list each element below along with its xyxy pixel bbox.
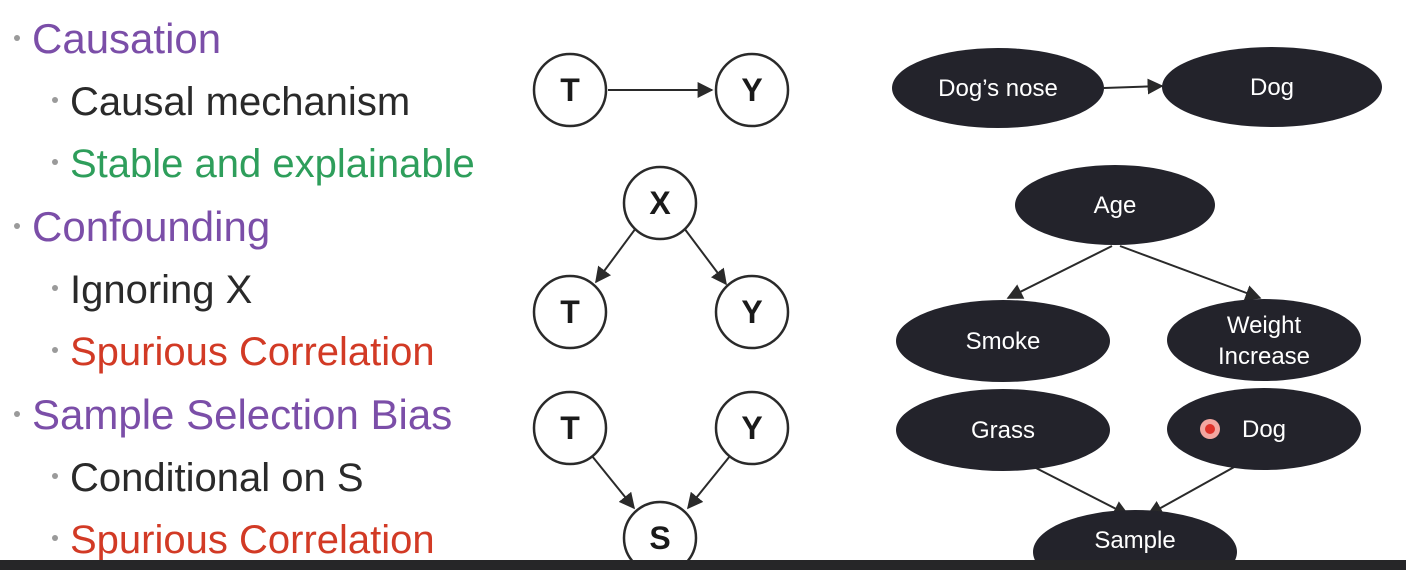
node-t-circle: [532, 274, 608, 350]
node-s-circle: [622, 500, 698, 570]
selection-example: Grass Dog Sample Selection: [896, 388, 1361, 570]
ellipse-smoke-label: Smoke: [966, 328, 1041, 355]
bullet-text: Sample Selection Bias: [32, 391, 453, 438]
selection-graph: T Y S: [532, 390, 790, 570]
ellipse-grass-shape: [896, 389, 1110, 471]
bullet-confounding: Confounding: [14, 206, 270, 248]
bullet-dot: [14, 34, 20, 41]
ellipse-age-label: Age: [1094, 192, 1137, 219]
bullet-text: Spurious Correlation: [70, 518, 435, 562]
ellipse-weight-increase-shape: [1167, 299, 1361, 381]
node-t-circle: [532, 52, 608, 128]
node-s-label: S: [649, 520, 670, 556]
node-t: T: [532, 390, 608, 466]
edge-t-to-s: [591, 455, 636, 510]
bullet-conditional-on-s: Conditional on S: [52, 458, 364, 498]
node-s: S: [622, 500, 698, 570]
edge-y-to-s: [686, 455, 731, 510]
ellipse-weight-increase: Weight Increase: [1167, 299, 1361, 381]
ellipse-smoke: Smoke: [896, 300, 1110, 382]
ellipse-weight-increase-label-line2: Increase: [1218, 343, 1310, 370]
edge-x-to-t: [595, 227, 637, 284]
bottom-bar: [0, 560, 1406, 570]
ellipse-dogs-nose-label: Dog’s nose: [938, 75, 1058, 102]
bullet-dot: [52, 535, 58, 542]
ellipse-dog-label: Dog: [1250, 74, 1294, 101]
causation-graph: T Y: [532, 52, 790, 128]
ellipse-grass-label: Grass: [971, 417, 1035, 444]
pointer-inner-dot: [1205, 424, 1215, 434]
ellipse-smoke-shape: [896, 300, 1110, 382]
ellipse-age-shape: [1015, 165, 1215, 245]
bullet-causal-mechanism: Causal mechanism: [52, 82, 410, 122]
node-t-label: T: [560, 294, 580, 330]
bullet-text: Stable and explainable: [70, 142, 475, 186]
ellipse-dogs-nose: Dog’s nose: [892, 48, 1104, 128]
bullet-text: Conditional on S: [70, 456, 364, 500]
ellipse-dog-2: Dog: [1167, 388, 1361, 470]
bullet-dot: [52, 285, 58, 292]
ellipse-dog: Dog: [1162, 47, 1382, 127]
bullet-dot: [52, 97, 58, 104]
node-t-label: T: [560, 72, 580, 108]
edge-x-to-y: [683, 227, 727, 286]
node-y: Y: [714, 390, 790, 466]
bullet-dot: [52, 473, 58, 480]
ellipse-age: Age: [1015, 165, 1215, 245]
laser-pointer-dot: [1200, 419, 1220, 439]
causation-example: Dog’s nose Dog: [892, 47, 1382, 128]
node-y-circle: [714, 390, 790, 466]
node-y-label: Y: [741, 72, 762, 108]
edge-age-to-smoke: [1006, 245, 1113, 299]
ellipse-dog-2-shape: [1167, 388, 1361, 470]
edge-nose-to-dog: [1103, 78, 1164, 95]
bullet-dot: [52, 347, 58, 354]
bullet-text: Causation: [32, 15, 222, 62]
bullet-text: Confounding: [32, 203, 271, 250]
node-x-label: X: [649, 185, 671, 221]
node-y-circle: [714, 274, 790, 350]
node-y: Y: [714, 52, 790, 128]
node-t: T: [532, 52, 608, 128]
ellipse-dog-2-label: Dog: [1242, 416, 1286, 443]
bullet-text: Spurious Correlation: [70, 330, 435, 374]
node-x-circle: [622, 165, 698, 241]
ellipse-dog-shape: [1162, 47, 1382, 127]
node-t: T: [532, 274, 608, 350]
ellipse-sample-selection-label-line1: Sample: [1094, 527, 1175, 554]
bullet-spurious-correlation-1: Spurious Correlation: [52, 332, 435, 372]
ellipse-weight-increase-label-line1: Weight: [1227, 312, 1302, 339]
bullet-dot: [14, 410, 20, 417]
ellipse-grass: Grass: [896, 389, 1110, 471]
bullet-causation: Causation: [14, 18, 221, 60]
confounding-example: Age Smoke Weight Increase: [896, 165, 1361, 382]
bullet-dot: [14, 222, 20, 229]
node-y-circle: [714, 52, 790, 128]
bullet-list: Causation Causal mechanism Stable and ex…: [0, 0, 520, 570]
bullet-ignoring-x: Ignoring X: [52, 270, 252, 310]
bullet-dot: [52, 159, 58, 166]
bullet-spurious-correlation-2: Spurious Correlation: [52, 520, 435, 560]
node-y-label: Y: [741, 410, 762, 446]
bullet-text: Causal mechanism: [70, 80, 411, 124]
edge-age-to-weight: [1119, 245, 1262, 301]
ellipse-sample-selection-shape: [1033, 510, 1237, 570]
ellipse-dogs-nose-shape: [892, 48, 1104, 128]
node-t-circle: [532, 390, 608, 466]
node-y-label: Y: [741, 294, 762, 330]
node-x: X: [622, 165, 698, 241]
bullet-text: Ignoring X: [70, 268, 253, 312]
edge-grass-to-selection: [1031, 465, 1130, 516]
confounding-graph: X T Y: [532, 165, 790, 350]
edge-dog-to-selection: [1146, 465, 1237, 516]
node-y: Y: [714, 274, 790, 350]
bullet-stable-explainable: Stable and explainable: [52, 144, 475, 184]
node-t-label: T: [560, 410, 580, 446]
bullet-sample-selection-bias: Sample Selection Bias: [14, 394, 452, 436]
